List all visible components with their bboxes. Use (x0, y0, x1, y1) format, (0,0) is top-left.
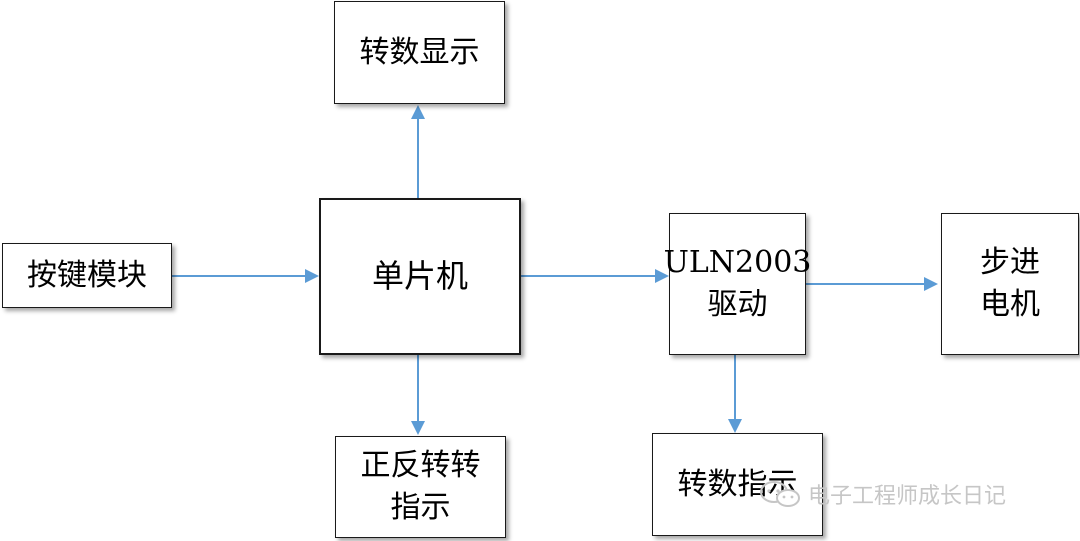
direction-indicator-box: 正反转转 指示 (335, 436, 506, 538)
speed-display-label: 转数显示 (359, 34, 480, 70)
uln-driver-box: ULN2003 驱动 (664, 213, 811, 355)
key-module-box: 按键模块 (2, 243, 172, 308)
speed-indicator-box: 转数指示 (652, 433, 823, 536)
uln-driver-label-line1: ULN2003 (663, 245, 812, 280)
wechat-icon (760, 481, 800, 507)
watermark-text: 电子工程师成长日记 (808, 484, 1007, 509)
mcu-label: 单片机 (371, 257, 468, 296)
direction-indicator-label-line2: 指示 (390, 490, 451, 525)
stepper-motor-label-line2: 电机 (980, 287, 1040, 322)
stepper-motor-label-line1: 步进 (980, 245, 1040, 280)
stepper-motor-box: 步进 电机 (941, 213, 1079, 355)
speed-display-box: 转数显示 (334, 1, 505, 104)
direction-indicator-label-line1: 正反转转 (360, 448, 481, 483)
uln-driver-label-line2: 驱动 (707, 287, 768, 322)
watermark: 电子工程师成长日记 (758, 478, 1006, 510)
mcu-box: 单片机 (319, 198, 521, 355)
key-module-label: 按键模块 (27, 257, 147, 293)
